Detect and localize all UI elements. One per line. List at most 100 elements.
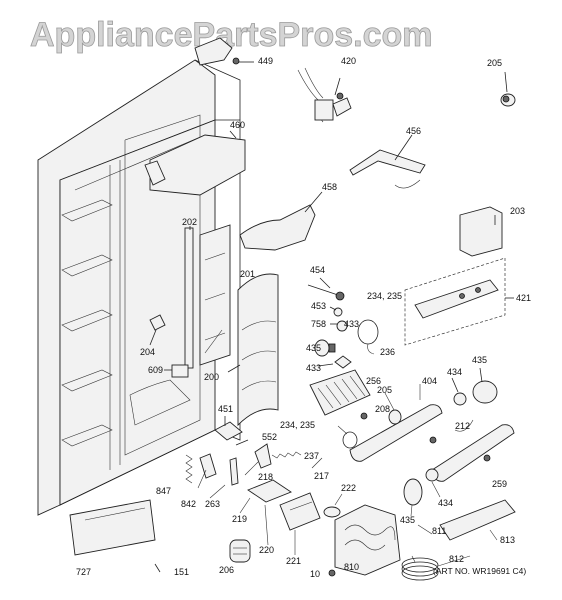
part-813-cover <box>439 499 516 541</box>
part-label: 219 <box>232 514 247 524</box>
part-label: 458 <box>322 182 337 192</box>
part-206-grille <box>229 539 251 563</box>
part-263-bracket <box>229 457 239 486</box>
part-label: 435 <box>400 515 415 525</box>
part-237-ring <box>342 431 358 449</box>
part-204-clip <box>149 314 166 346</box>
part-label: 449 <box>258 56 273 66</box>
part-label: 421 <box>516 293 531 303</box>
part-208-screw <box>360 412 368 420</box>
part-label: 434 <box>447 367 462 377</box>
part-421-assembly <box>404 257 514 346</box>
part-label: 217 <box>314 471 329 481</box>
part-label: 404 <box>422 376 437 386</box>
part-label: 220 <box>259 545 274 555</box>
part-842-link <box>199 453 217 479</box>
part-212-wire <box>454 419 474 432</box>
part-label: 435 <box>472 355 487 365</box>
part-219-plate <box>247 479 292 503</box>
part-label: 810 <box>344 562 359 572</box>
part-label: 758 <box>311 319 326 329</box>
part-449-bracket <box>194 37 254 66</box>
part-236-ring <box>357 319 379 355</box>
part-label: 451 <box>218 404 233 414</box>
part-label: 212 <box>455 421 470 431</box>
part-202-panel <box>184 226 194 369</box>
part-label: 256 <box>366 376 381 386</box>
part-200-panel <box>227 273 279 427</box>
part-label: 208 <box>375 404 390 414</box>
part-label: 206 <box>219 565 234 575</box>
part-label: 847 <box>156 486 171 496</box>
part-label: 433 <box>306 363 321 373</box>
part-label: 205 <box>377 385 392 395</box>
part-552-screw <box>235 439 249 446</box>
part-10-screw <box>328 569 336 577</box>
part-727-kickplate <box>69 499 156 556</box>
part-221-housing <box>279 492 321 531</box>
part-label: 222 <box>341 483 356 493</box>
part-label: 204 <box>140 347 155 357</box>
part-222-cap <box>323 506 341 518</box>
part-label: 460 <box>230 120 245 130</box>
part-609-switch <box>164 364 189 378</box>
art-number: (ART NO. WR19691 C4) <box>433 566 526 576</box>
part-435-bulb-right <box>472 367 498 404</box>
part-454-valve-cluster <box>307 277 348 332</box>
part-labels: 449 420 205 460 456 458 203 202 201 454 … <box>76 56 531 579</box>
part-label: 609 <box>148 365 163 375</box>
part-812-coil <box>401 557 439 581</box>
part-218-bracket <box>254 443 272 469</box>
part-205-plug <box>500 71 516 107</box>
part-460-air-duct <box>144 130 246 196</box>
part-847-spring <box>185 454 193 484</box>
part-label: 456 <box>406 126 421 136</box>
watermark-text: AppliancePartsPros.com <box>30 16 432 54</box>
part-label: 813 <box>500 535 515 545</box>
part-420-wire-harness <box>297 67 352 123</box>
part-435-bulb <box>314 339 336 357</box>
part-label: 435 <box>306 343 321 353</box>
part-label: 201 <box>240 269 255 279</box>
part-label: 842 <box>181 499 196 509</box>
part-label: 454 <box>310 265 325 275</box>
part-259-cover <box>431 424 515 482</box>
part-434-socket-lower <box>425 468 439 482</box>
part-label: 420 <box>341 56 356 66</box>
part-label: 205 <box>487 58 502 68</box>
part-404-tube <box>349 404 443 462</box>
part-label: 202 <box>182 217 197 227</box>
part-label: 237 <box>304 451 319 461</box>
part-205-plug-lower <box>388 409 402 425</box>
leader-lines <box>197 329 498 567</box>
part-433-socket <box>317 355 352 369</box>
part-label: 236 <box>380 347 395 357</box>
part-810-dispenser <box>334 504 401 576</box>
part-201-mullion <box>199 224 231 366</box>
part-label: 234, 235 <box>367 291 402 301</box>
part-435-bulb-lower <box>403 478 423 506</box>
part-label: 10 <box>310 569 320 579</box>
part-label: 151 <box>174 567 189 577</box>
part-label: 221 <box>286 556 301 566</box>
part-203-cover <box>459 206 503 257</box>
part-label: 552 <box>262 432 277 442</box>
part-label: 200 <box>204 372 219 382</box>
part-label: 727 <box>76 567 91 577</box>
part-label: 234, 235 <box>280 420 315 430</box>
part-151-screw <box>154 563 161 573</box>
part-label: 812 <box>449 554 464 564</box>
part-label: 259 <box>492 479 507 489</box>
part-label: 453 <box>311 301 326 311</box>
part-label: 433 <box>344 319 359 329</box>
part-434-socket <box>451 377 467 406</box>
part-label: 263 <box>205 499 220 509</box>
part-label: 434 <box>438 498 453 508</box>
part-451-bracket <box>214 416 243 441</box>
part-label: 811 <box>432 526 446 536</box>
part-456-bracket <box>349 134 426 189</box>
fridge-cabinet <box>37 59 241 516</box>
part-label: 218 <box>258 472 273 482</box>
part-458-cover <box>239 191 323 251</box>
